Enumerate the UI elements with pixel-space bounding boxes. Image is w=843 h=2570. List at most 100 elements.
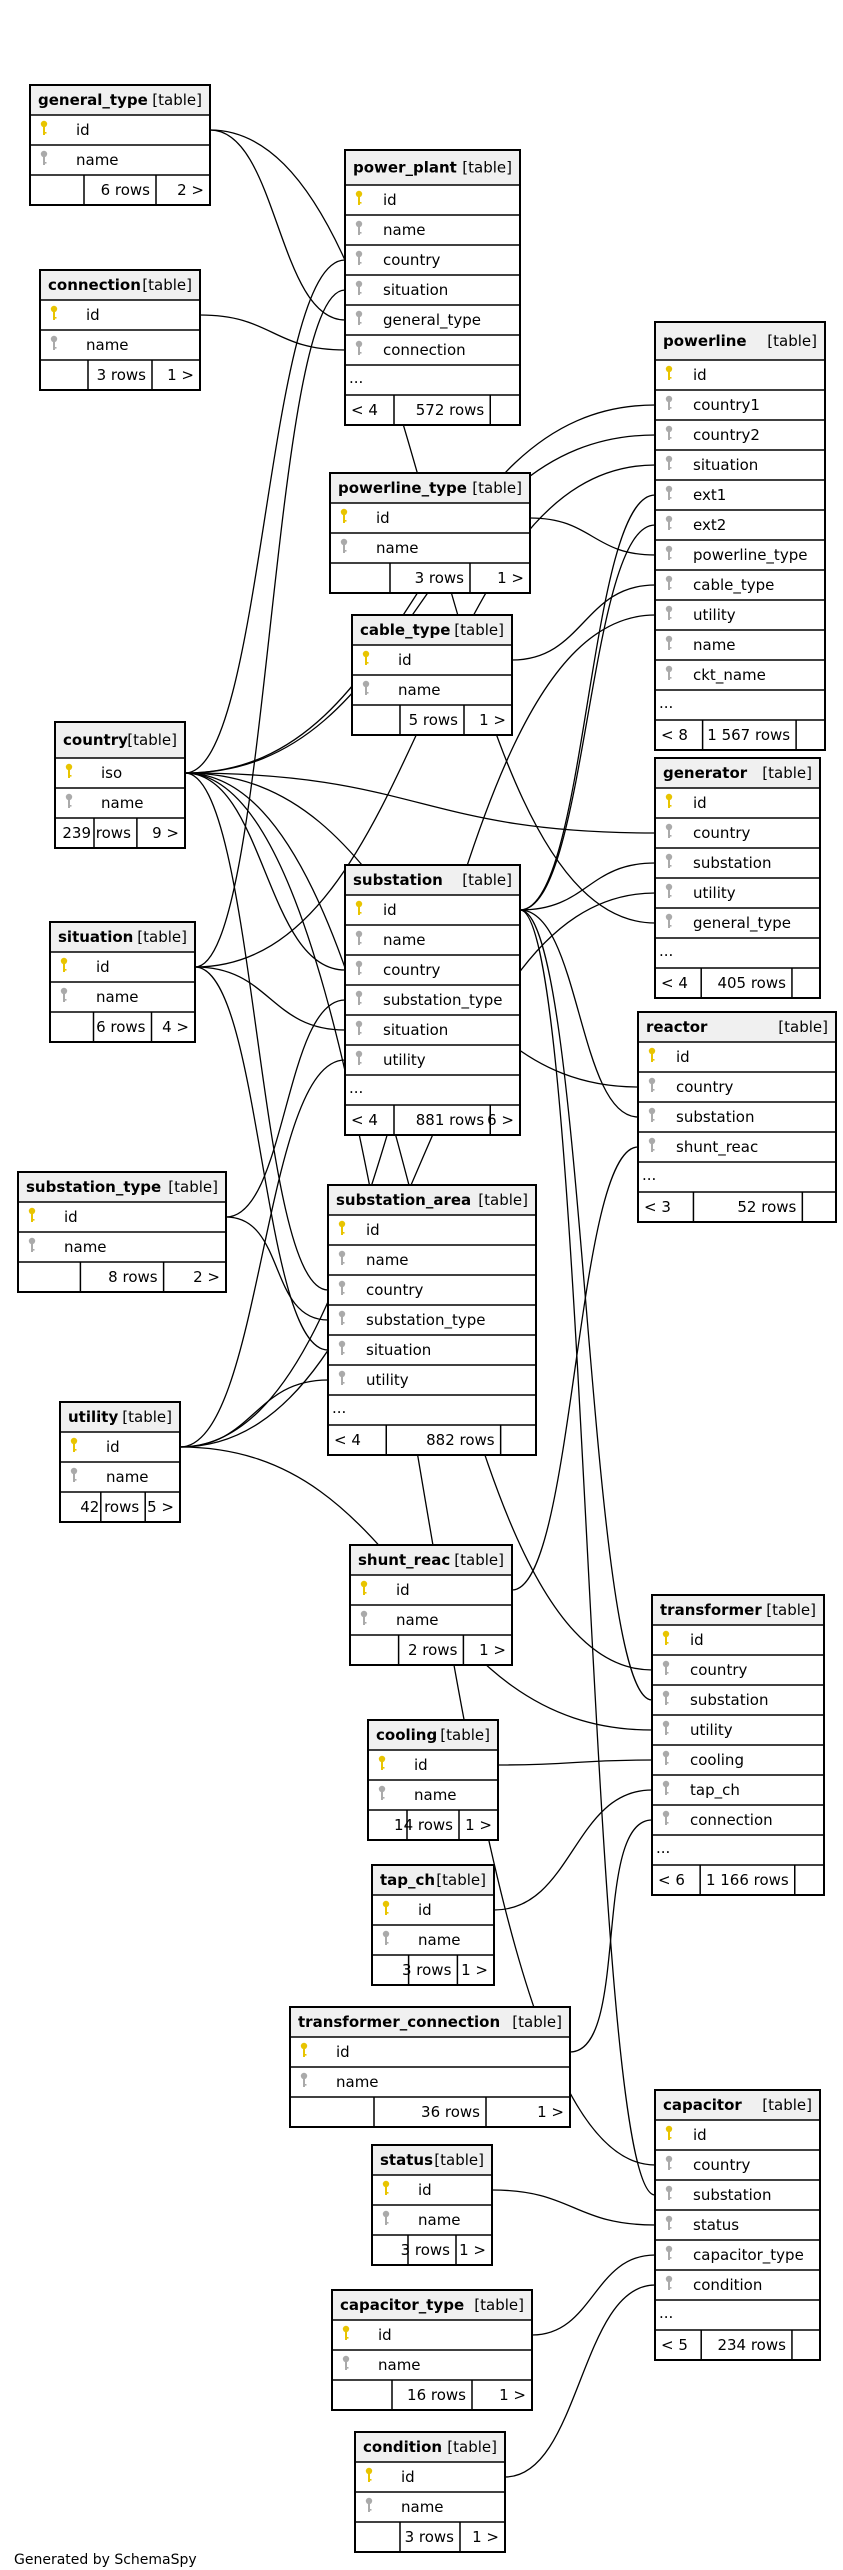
column-condition: condition — [693, 2276, 762, 2294]
table-tag: [table] — [462, 159, 512, 177]
table-power-plant[interactable]: power_plant[table]idnamecountrysituation… — [344, 149, 521, 426]
column-id: id — [398, 651, 412, 669]
column-key-icon — [338, 1250, 346, 1265]
relationship-line — [493, 1789, 653, 1911]
primary-key-icon — [60, 957, 68, 972]
column-country: country — [383, 961, 440, 979]
table-header-bg — [639, 1013, 835, 1042]
column-key-icon — [300, 2072, 308, 2087]
table-header-bg — [329, 1186, 535, 1215]
table-header-bg — [51, 923, 194, 952]
column-key-icon — [70, 1467, 78, 1482]
table-powerline[interactable]: powerline[table]idcountry1country2situat… — [654, 321, 826, 751]
primary-key-icon — [362, 650, 370, 665]
table-tag: [table] — [454, 1551, 504, 1569]
child-count: 1 > — [479, 711, 506, 729]
table-title: situation — [58, 928, 133, 946]
parent-count: < 4 — [351, 1111, 378, 1129]
table-title: country — [63, 731, 128, 749]
primary-key-icon — [365, 2467, 373, 2482]
parent-count: < 6 — [658, 1871, 685, 1889]
table-tag: [table] — [152, 91, 202, 109]
parent-count: < 4 — [661, 974, 688, 992]
column-id: id — [418, 2181, 432, 2199]
table-header-bg — [346, 151, 519, 185]
relationship-line — [179, 1379, 329, 1448]
column-id: id — [336, 2043, 350, 2061]
column-utility: utility — [693, 884, 736, 902]
column-substation: substation — [693, 2186, 771, 2204]
column-name: name — [383, 221, 426, 239]
row-count: 1 567 rows — [707, 726, 790, 744]
column-general-type: general_type — [383, 311, 481, 330]
column-utility: utility — [383, 1051, 426, 1069]
column-country: country — [690, 1661, 747, 1679]
table-header-bg — [356, 2433, 504, 2462]
table-header-bg — [31, 86, 209, 115]
column-id: id — [693, 794, 707, 812]
parent-count: < 5 — [661, 2336, 688, 2354]
column-id: id — [86, 306, 100, 324]
table-header-bg — [373, 2146, 491, 2175]
primary-key-icon — [382, 2180, 390, 2195]
more-columns: ... — [642, 1166, 656, 1184]
table-generator[interactable]: generator[table]idcountrysubstationutili… — [654, 757, 821, 999]
column-name: name — [396, 1611, 439, 1629]
column-key-icon — [665, 455, 673, 470]
table-transformer[interactable]: transformer[table]idcountrysubstationuti… — [651, 1594, 825, 1896]
column-key-icon — [340, 538, 348, 553]
column-name: name — [383, 931, 426, 949]
row-count: 3 rows — [401, 2241, 451, 2259]
child-count: 2 > — [177, 181, 204, 199]
column-id: id — [376, 509, 390, 527]
table-title: cooling — [376, 1726, 437, 1744]
column-key-icon — [378, 1785, 386, 1800]
column-id: id — [366, 1221, 380, 1239]
column-substation: substation — [676, 1108, 754, 1126]
column-key-icon — [382, 2210, 390, 2225]
column-connection: connection — [690, 1811, 773, 1829]
primary-key-icon — [300, 2042, 308, 2057]
table-header-bg — [656, 323, 824, 360]
column-key-icon — [40, 150, 48, 165]
column-status: status — [693, 2216, 739, 2234]
relationship-line — [209, 129, 346, 321]
table-substation[interactable]: substation[table]idnamecountrysubstation… — [344, 864, 521, 1136]
table-reactor[interactable]: reactor[table]idcountrysubstationshunt_r… — [637, 1011, 837, 1223]
column-capacitor-type: capacitor_type — [693, 2246, 804, 2265]
table-substation-area[interactable]: substation_area[table]idnamecountrysubst… — [327, 1184, 537, 1456]
row-count: 8 rows — [108, 1268, 158, 1286]
more-columns: ... — [656, 1839, 670, 1857]
column-name: name — [366, 1251, 409, 1269]
table-capacitor[interactable]: capacitor[table]idcountrysubstationstatu… — [654, 2089, 821, 2361]
column-name: name — [418, 1931, 461, 1949]
table-tag: [table] — [766, 1601, 816, 1619]
column-key-icon — [355, 250, 363, 265]
column-key-icon — [665, 853, 673, 868]
relationship-line — [199, 314, 346, 351]
column-situation: situation — [383, 281, 448, 299]
column-key-icon — [648, 1107, 656, 1122]
column-key-icon — [662, 1750, 670, 1765]
row-count: 3 rows — [402, 1961, 452, 1979]
table-tag: [table] — [472, 479, 522, 497]
child-count: 1 > — [459, 2241, 486, 2259]
column-id: id — [64, 1208, 78, 1226]
column-key-icon — [342, 2355, 350, 2370]
table-header-bg — [653, 1596, 823, 1625]
